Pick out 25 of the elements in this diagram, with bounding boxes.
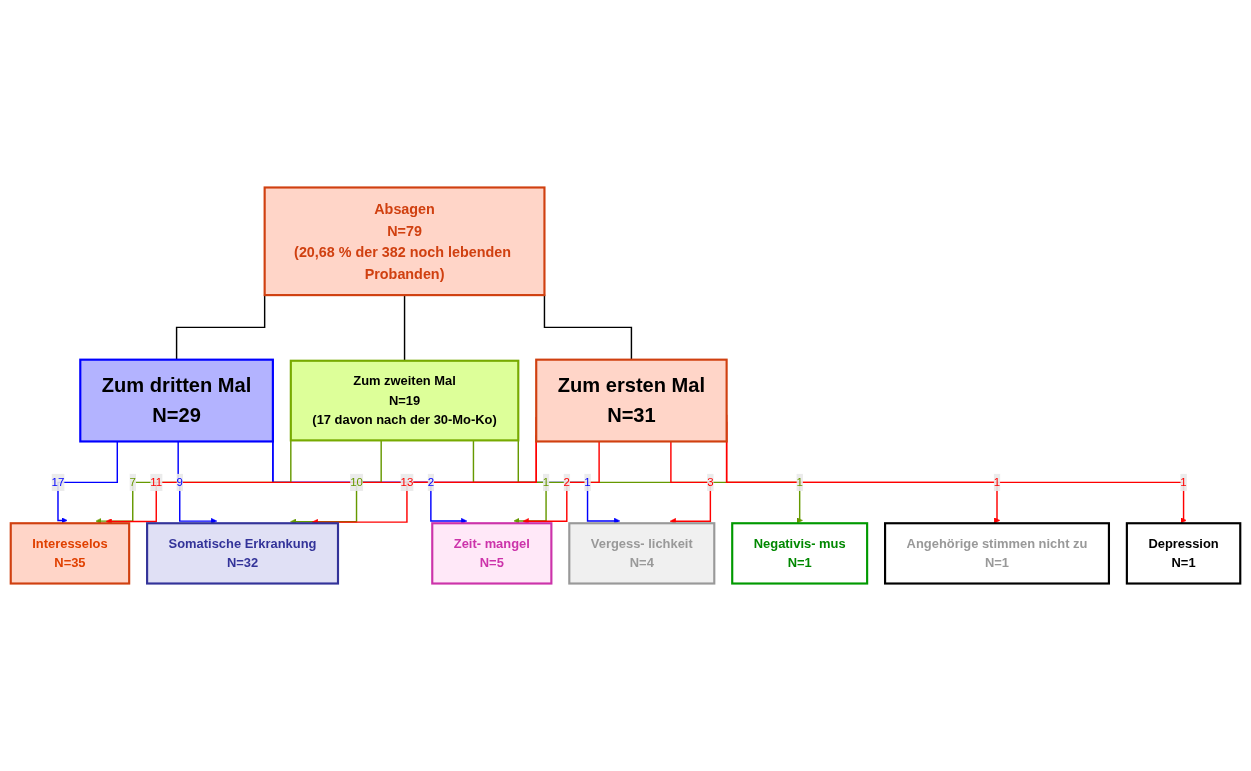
edge-label: 13: [400, 475, 414, 489]
edge-label: 9: [176, 475, 183, 489]
node-box: Zum ersten Mal N=31: [535, 358, 728, 443]
edge-label: 10: [350, 475, 363, 489]
edge-label: 2: [563, 475, 570, 489]
edge-label: 1: [993, 475, 1001, 489]
node-box: Somatische Erkrankung N=32: [146, 522, 340, 585]
node-box: Absagen N=79 (20,68 % der 382 noch lebenden Probanden): [263, 186, 546, 297]
node-box: Angehörige stimmen nicht zu N=1: [884, 522, 1110, 585]
edge-label: 17: [51, 475, 65, 489]
node-box: Interesselos N=35: [9, 522, 131, 585]
edge-label: 1: [542, 475, 550, 489]
node-box: Zum dritten Mal N=29: [79, 358, 274, 443]
node-box: Zum zweiten Mal N=19 (17 davon nach der 30-Mo-Ko): [289, 359, 520, 442]
edge-label: 1: [1180, 475, 1187, 489]
edge-label: 3: [707, 475, 714, 489]
node-box: Zeit- mangel N=5: [431, 522, 553, 585]
edge-label: 11: [150, 475, 163, 489]
edge-label: 2: [427, 475, 435, 489]
edge-label: 7: [129, 475, 136, 489]
node-box: Vergess- lichkeit N=4: [568, 522, 716, 585]
node-box: Depression N=1: [1125, 522, 1242, 585]
node-box: Negativis- mus N=1: [731, 522, 869, 585]
edge-label: 1: [584, 475, 591, 489]
edge-label: 1: [796, 475, 803, 489]
